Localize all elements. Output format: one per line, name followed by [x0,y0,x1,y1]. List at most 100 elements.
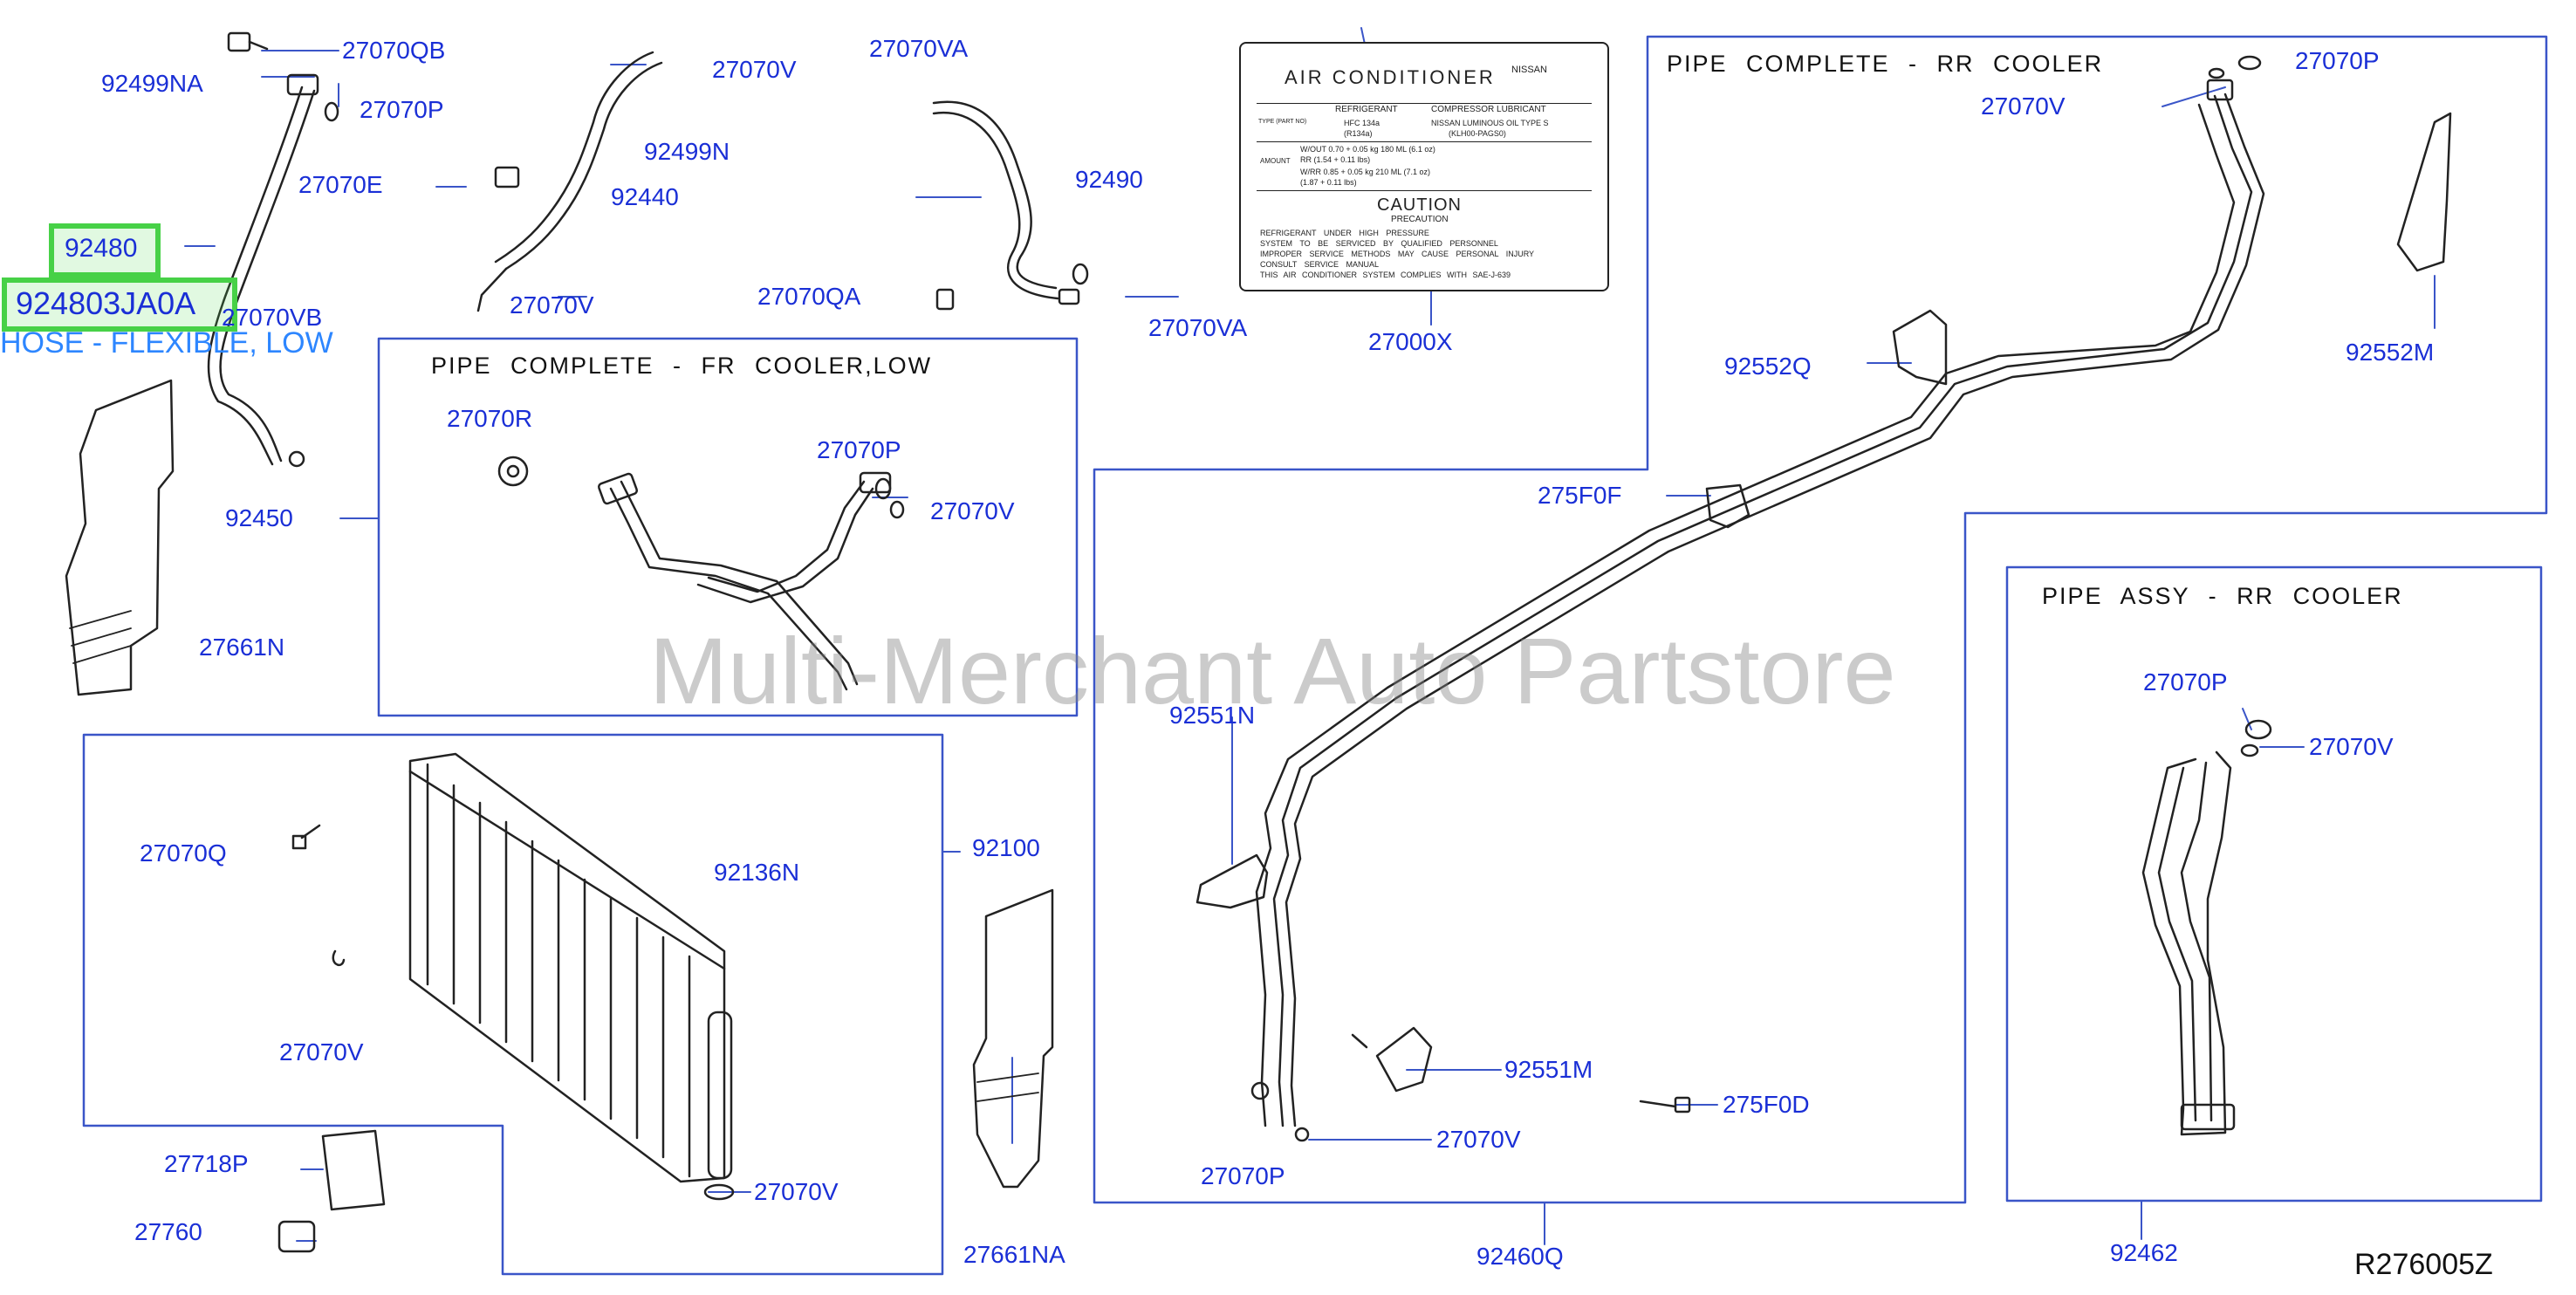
part-label-27661n[interactable]: 27661N [199,634,285,661]
ac-oil-type: NISSAN LUMINOUS OIL TYPE S [1431,119,1549,127]
oring-27070p-c [2237,55,2262,71]
ac-table-rule-mid [1257,141,1592,142]
oring-27070v-c [332,949,346,967]
bolt-275f0d [1639,1100,1677,1108]
part-label-27070p[interactable]: 27070P [360,96,444,123]
pipe-92462 [2141,750,2236,1136]
panel-title-fr-cooler: PIPE COMPLETE - FR COOLER,LOW [431,353,933,379]
part-label-27070vb[interactable]: 27070VB [222,304,323,331]
part-label-92450[interactable]: 92450 [225,504,293,531]
sensor-27718p [321,1129,386,1211]
part-label-27070v-4[interactable]: 27070V [279,1038,364,1065]
oring-27070p-b [874,477,892,500]
part-label-92100[interactable]: 92100 [972,834,1040,861]
oring-27070v-d [703,1183,735,1201]
part-label-27070v-2[interactable]: 27070V [510,291,594,319]
part-label-27070va[interactable]: 27070VA [869,35,969,62]
frame-fr-cooler [377,337,1079,717]
oring-27070p-d [1250,1081,1270,1100]
part-label-92490[interactable]: 92490 [1075,166,1143,193]
part-label-27070p-2[interactable]: 27070P [817,436,901,463]
part-label-27070v-5[interactable]: 27070V [754,1178,839,1205]
ac-row-2: RR (1.54 + 0.11 lbs) [1300,155,1371,164]
ac-row-1: W/OUT 0.70 + 0.05 kg 180 ML (6.1 oz) [1300,145,1435,154]
ac-row-3: W/RR 0.85 + 0.05 kg 210 ML (7.1 oz) [1300,168,1430,176]
hose-92480 [207,73,319,468]
part-label-27070v-6[interactable]: 27070V [1981,92,2066,120]
frame-condenser [82,733,944,1276]
highlight-part-number-box[interactable]: 924803JA0A [2,278,237,332]
part-label-92552q[interactable]: 92552Q [1724,353,1812,380]
part-label-27070v-7[interactable]: 27070V [1436,1126,1521,1153]
oring-27070v-f [1294,1127,1310,1142]
part-label-92551n[interactable]: 92551N [1169,702,1256,729]
shield-27661n [65,379,175,696]
highlight-oem-number: 924803JA0A [16,285,196,321]
part-label-27661na[interactable]: 27661NA [963,1241,1065,1268]
part-label-27070p-5[interactable]: 27070P [2143,668,2228,695]
frame-rr-cooler [1093,35,2548,1204]
part-label-27070qb[interactable]: 27070QB [342,37,446,64]
part-label-27070e[interactable]: 27070E [298,171,383,198]
bracket-92552m [2396,112,2452,272]
part-label-92136n[interactable]: 92136N [714,859,800,886]
part-label-27070v-3[interactable]: 27070V [930,497,1015,524]
pipe-92490 [932,100,1089,305]
clip-275f0f [1705,483,1750,529]
bolt-27070qa [935,288,955,311]
ac-label-title: AIR CONDITIONER [1285,66,1496,88]
receiver-92136n [707,1011,733,1180]
part-label-27070q[interactable]: 27070Q [140,839,227,867]
part-label-92499na[interactable]: 92499NA [101,70,203,97]
part-label-27718p[interactable]: 27718P [164,1150,249,1177]
panel-title-rr-cooler: PIPE COMPLETE - RR COOLER [1667,51,2104,77]
oring-27070v-b [889,500,905,519]
part-label-27000x[interactable]: 27000X [1368,328,1453,355]
highlight-part-box[interactable]: 92480 [49,223,161,278]
part-label-27070p-3[interactable]: 27070P [2295,47,2380,74]
part-label-92462[interactable]: 92462 [2110,1239,2178,1266]
ac-type-part: TYPE (PART NO) [1258,119,1307,125]
ac-amount: AMOUNT [1260,157,1291,165]
ac-info-label: AIR CONDITIONER NISSAN REFRIGERANT COMPR… [1239,42,1609,291]
part-label-27070p-4[interactable]: 27070P [1201,1162,1285,1189]
bolt-27070qb [227,31,269,52]
pipe-92440 [476,51,663,312]
bracket-92552q [1892,309,1948,386]
part-label-27070r[interactable]: 27070R [447,405,533,432]
part-label-92499n[interactable]: 92499N [644,138,730,165]
part-label-92460q[interactable]: 92460Q [1476,1243,1564,1270]
part-label-27070v-8[interactable]: 27070V [2309,733,2394,760]
watermark: Multi-Merchant Auto Partstore [649,618,1896,723]
oring-27070v-e [2208,67,2225,79]
part-label-275f0f[interactable]: 275F0F [1538,482,1622,509]
ac-oil-code: (KLH00-PAGS0) [1449,129,1506,138]
fitting-27070r [497,456,529,487]
panel-title-rr-assy: PIPE ASSY - RR COOLER [2042,583,2403,609]
part-label-92552m[interactable]: 92552M [2346,339,2435,366]
ac-caution: CAUTION [1377,195,1462,215]
part-label-92551m[interactable]: 92551M [1504,1056,1593,1083]
part-label-27070v[interactable]: 27070V [712,56,797,83]
highlight-description: HOSE - FLEXIBLE, LOW [0,326,333,360]
oring-27070p-a [324,101,339,122]
ac-label-brand: NISSAN [1511,65,1547,75]
frame-rr-assy [2005,565,2543,1202]
bolt-92551m [1351,1033,1368,1049]
condenser-92100 [408,752,733,1183]
part-label-27070qa[interactable]: 27070QA [757,283,861,310]
panel-frames [82,35,2548,1276]
part-label-27070va-2[interactable]: 27070VA [1148,314,1248,341]
ac-table-rule-bottom [1257,190,1592,191]
clamp-92551n [1196,853,1269,909]
part-label-275f0d[interactable]: 275F0D [1723,1091,1810,1118]
oring-27070p-e [2244,719,2272,740]
highlight-part-number: 92480 [65,234,138,263]
part-label-92440[interactable]: 92440 [611,183,679,210]
part-label-27760[interactable]: 27760 [134,1218,202,1245]
oring-27070v-g [2240,743,2259,757]
connector-27760 [277,1220,316,1253]
ac-note-4: CONSULT SERVICE MANUAL [1260,260,1380,269]
